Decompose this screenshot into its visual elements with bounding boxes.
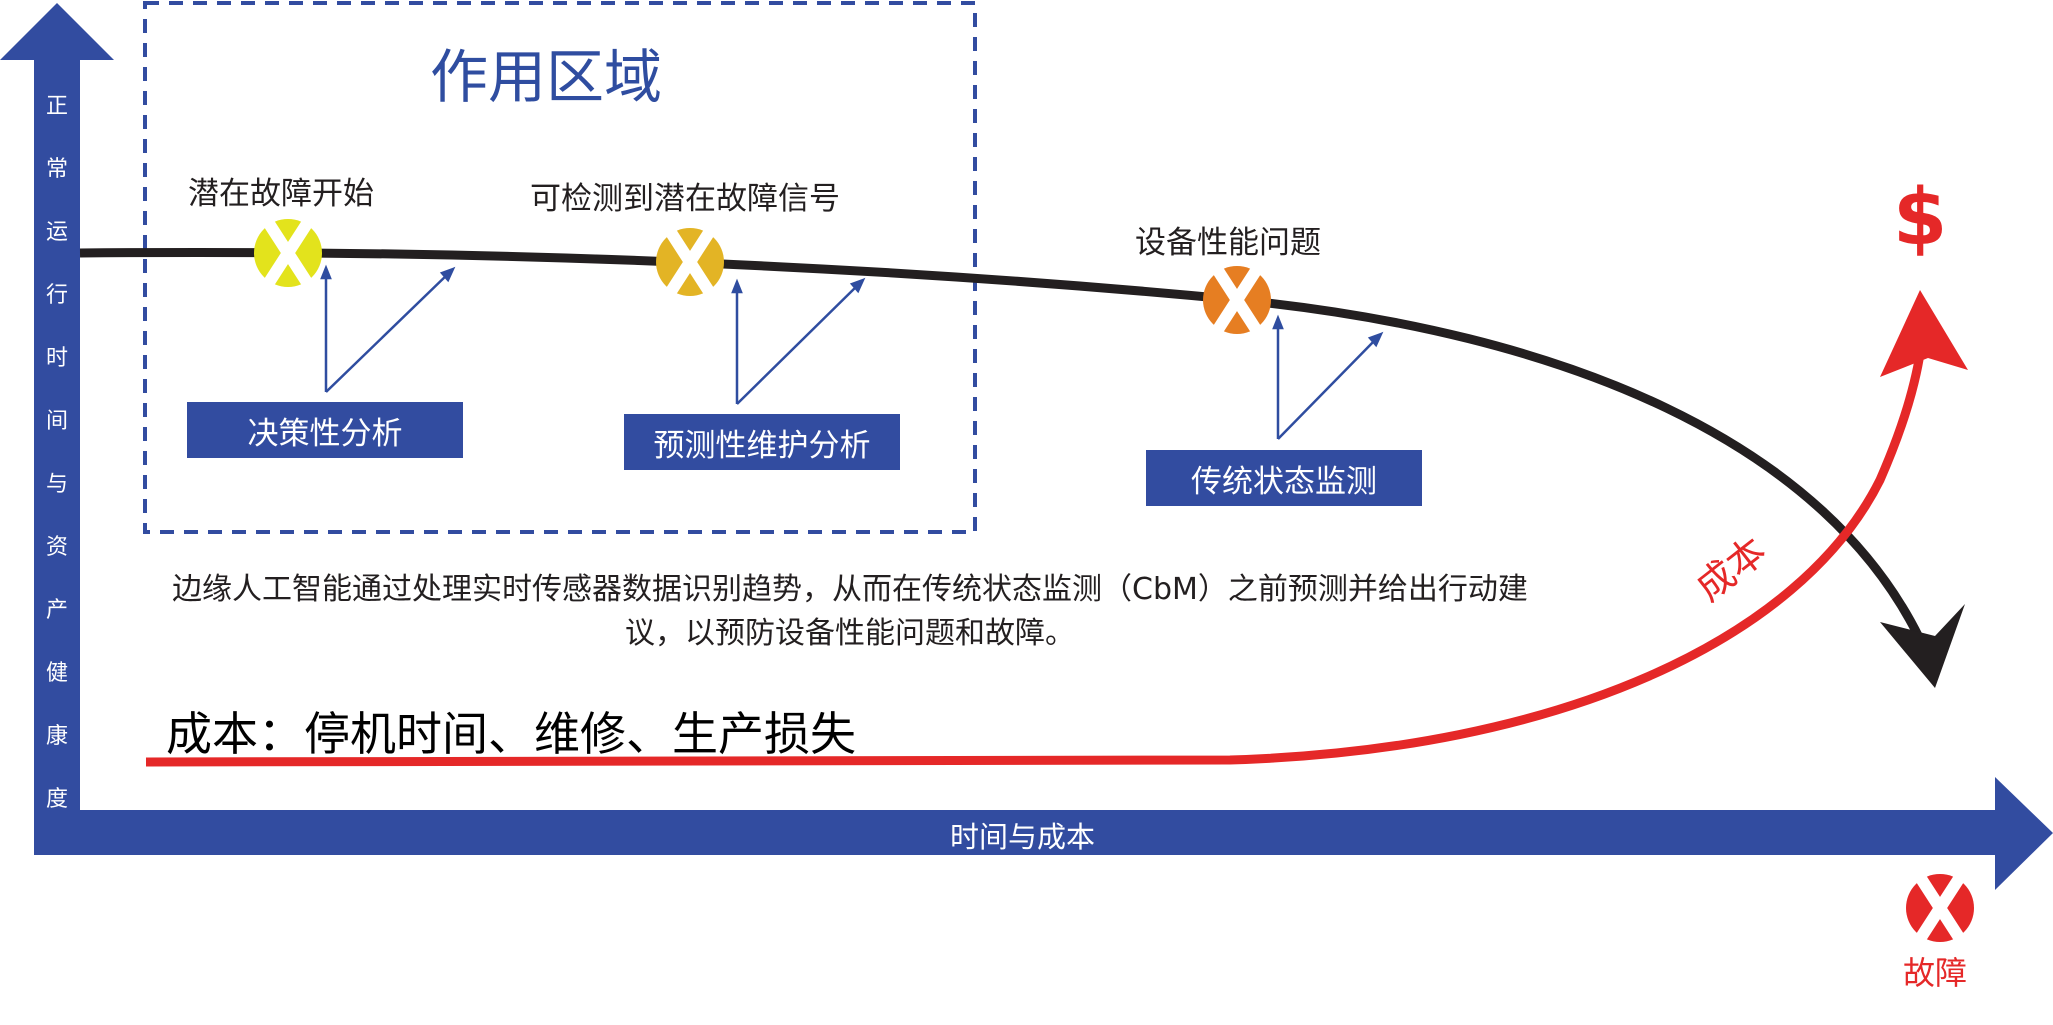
box-traditional-cbm: 传统状态监测 [1146,450,1422,506]
marker-detectable-signal [656,227,724,297]
y-axis-label-char: 正 [45,94,68,119]
zone-title: 作用区域 [430,43,663,111]
y-axis-label-char: 资 [45,535,68,560]
y-axis-label-char: 常 [45,157,68,182]
cost-curve-arrowhead [1880,290,1968,377]
action-zone-box [143,1,977,534]
x-axis-arrow [34,777,2053,890]
marker-label-latent-start: 潜在故障开始 [188,176,374,212]
x-axis-label: 时间与成本 [950,820,1096,854]
y-axis-label-char: 间 [45,409,68,434]
y-axis-label-char: 度 [45,787,68,812]
marker-label-performance-issue: 设备性能问题 [1135,225,1321,261]
box-decision-analysis: 决策性分析 [187,402,463,458]
annotation-arrows [320,264,1384,440]
dollar-icon: $ [1893,173,1948,263]
marker-performance-issue [1203,265,1271,335]
y-axis-label-char: 时 [45,346,68,371]
y-axis-arrow [0,3,114,855]
description-text: 边缘人工智能通过处理实时传感器数据识别趋势，从而在传统状态监测（CbM）之前预测… [172,572,1528,651]
y-axis-label-char: 康 [45,724,68,749]
arrow-cbm-2 [1277,336,1379,440]
cost-title: 成本：停机时间、维修、生产损失 [166,707,856,761]
arrow-decision-2 [325,271,451,393]
box-predictive-maintenance: 预测性维护分析 [624,414,900,470]
health-curve [79,247,1930,652]
y-axis-label-char: 行 [45,283,68,308]
marker-failure [1906,873,1974,943]
y-axis-label-char: 健 [45,661,68,686]
arrow-predictive-2 [736,282,861,405]
y-axis-label-char: 产 [45,598,68,623]
marker-label-detectable-signal: 可检测到潜在故障信号 [530,181,840,217]
y-axis-label-char: 运 [45,220,68,245]
cost-curve [145,329,1927,767]
y-axis-label-char: 与 [45,472,68,497]
failure-label: 故障 [1903,954,1968,992]
health-curve-arrowhead [1880,604,1965,688]
marker-latent-failure-start [254,218,322,288]
